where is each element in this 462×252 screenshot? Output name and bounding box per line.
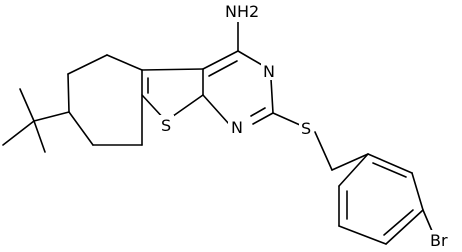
bond-benzene-6 — [338, 153, 369, 187]
n3-atom: N — [261, 62, 277, 81]
bond-pyrimidine-n1-c8a — [202, 94, 230, 125]
ring-sulfur-atom: S — [159, 115, 174, 135]
bond-pyrimidine-n3-c2 — [270, 78, 274, 114]
bond-benzene-br — [422, 209, 433, 232]
bromine-atom: Br — [428, 230, 458, 250]
bond-pyrimidine-c2-n1-inner — [250, 107, 266, 117]
bond-cyclohex-5 — [67, 54, 108, 75]
ring-sulfur-label: S — [161, 116, 171, 135]
bond-benzene-3 — [385, 209, 424, 245]
bond-pyrimidine-c4a-c4 — [202, 50, 239, 70]
bond-tbu-methyl-bottom — [33, 120, 46, 153]
bond-tbu-to-ring — [33, 111, 70, 122]
bond-cyclohex-4 — [106, 54, 143, 71]
atom-labels: NH2 N N S S Br — [159, 2, 458, 250]
bond-benzene-4 — [338, 225, 387, 245]
bromine-label: Br — [430, 231, 448, 250]
bond-tbu-methyl-top — [19, 88, 35, 122]
amine-group: NH2 — [222, 2, 262, 22]
bond-cyclohex-6 — [67, 73, 70, 113]
bond-pyrimidine-c4a-c4-inner — [208, 60, 238, 77]
bond-pyrimidine-c2-n1 — [252, 112, 274, 125]
bond-cyclohex-1 — [68, 111, 94, 146]
thioether-sulfur-atom: S — [299, 118, 314, 138]
bond-pyrimidine-c4-n3 — [237, 50, 263, 66]
thioether-sulfur-label: S — [301, 119, 311, 138]
amine-label: NH2 — [225, 2, 259, 21]
bond-s-ch2 — [314, 131, 333, 171]
n3-label: N — [263, 62, 275, 81]
bond-benzene-inner-b — [383, 209, 414, 236]
bond-benzene-inner-a — [372, 162, 407, 178]
bond-benzene-1 — [367, 153, 413, 174]
bond-benzene-2 — [411, 172, 424, 211]
bond-thiophene-c4a-c4b — [141, 68, 204, 71]
n1-label: N — [231, 118, 243, 137]
n1-atom: N — [228, 117, 245, 137]
bond-c2-s — [272, 112, 301, 126]
bond-tbu-methyl-left — [2, 120, 35, 146]
bonds — [2, 21, 433, 245]
bond-ch2-aryl — [331, 153, 369, 171]
